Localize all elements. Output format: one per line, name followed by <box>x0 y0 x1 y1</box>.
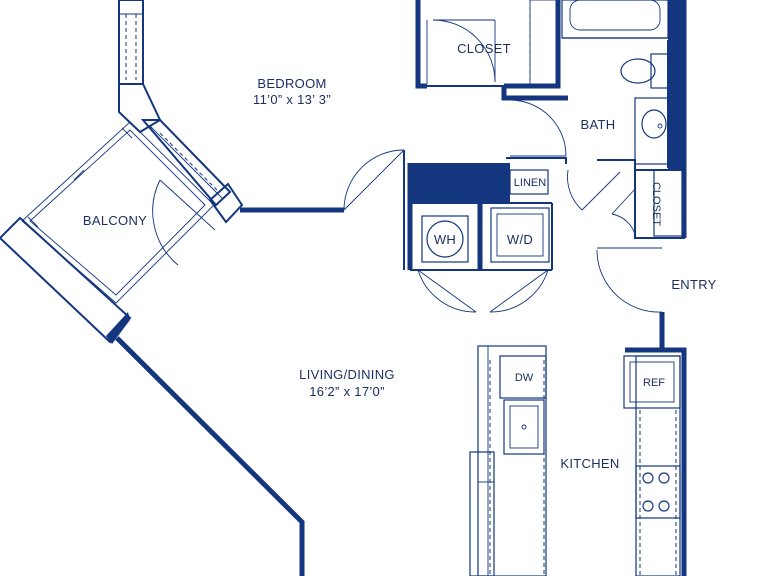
washer-dryer-label: W/D <box>507 232 533 247</box>
sink <box>641 109 667 139</box>
exterior-walls <box>0 0 687 576</box>
living-label: LIVING/DINING <box>299 367 395 382</box>
bedroom-size: 11’0” x 13’ 3” <box>253 92 331 107</box>
refrigerator <box>623 355 681 409</box>
kitchen-east-wall <box>625 347 687 576</box>
closet-main-label: CLOSET <box>457 41 511 56</box>
dishwasher <box>499 355 547 399</box>
bedroom-corner-wall <box>118 83 162 134</box>
entry-label: ENTRY <box>671 277 716 292</box>
washer-dryer <box>490 207 550 263</box>
range <box>635 465 681 519</box>
closet-main <box>415 0 561 89</box>
entry-door-swing <box>596 249 663 313</box>
balcony-door-wall <box>140 119 232 207</box>
bath-label: BATH <box>581 117 616 132</box>
balcony-door-swing <box>152 179 179 266</box>
doors <box>152 149 663 313</box>
laundry <box>407 163 553 313</box>
kitchen-sink <box>503 399 545 455</box>
balcony-pier <box>208 182 244 224</box>
kitchen-label: KITCHEN <box>560 456 619 471</box>
toilet-tank <box>650 53 672 89</box>
living-size: 16’2” x 17’0” <box>309 384 384 399</box>
bathtub <box>561 0 669 39</box>
balcony-railing-wall <box>0 216 132 344</box>
water-heater-label: WH <box>434 232 456 247</box>
dishwasher-label: DW <box>515 372 534 384</box>
water-heater <box>421 215 469 263</box>
bedroom-window-wall <box>118 0 144 85</box>
vanity <box>634 97 670 165</box>
toilet-bowl <box>620 58 656 84</box>
bath-door-swing <box>509 99 567 157</box>
labels: BEDROOM 11’0” x 13’ 3” BALCONY CLOSET BA… <box>83 41 717 471</box>
refrigerator-label: REF <box>643 377 665 389</box>
closet-entry <box>567 169 685 239</box>
closet-entry-label: CLOSET <box>650 182 662 226</box>
linen-label: LINEN <box>514 177 546 189</box>
southwest-wall <box>115 336 305 576</box>
linen-cabinet <box>509 169 549 195</box>
kitchen <box>469 345 681 576</box>
bedroom-label: BEDROOM <box>257 76 326 91</box>
bedroom-door <box>343 149 405 211</box>
bath-east-wall-fill <box>668 0 686 170</box>
balcony-label: BALCONY <box>83 213 147 228</box>
